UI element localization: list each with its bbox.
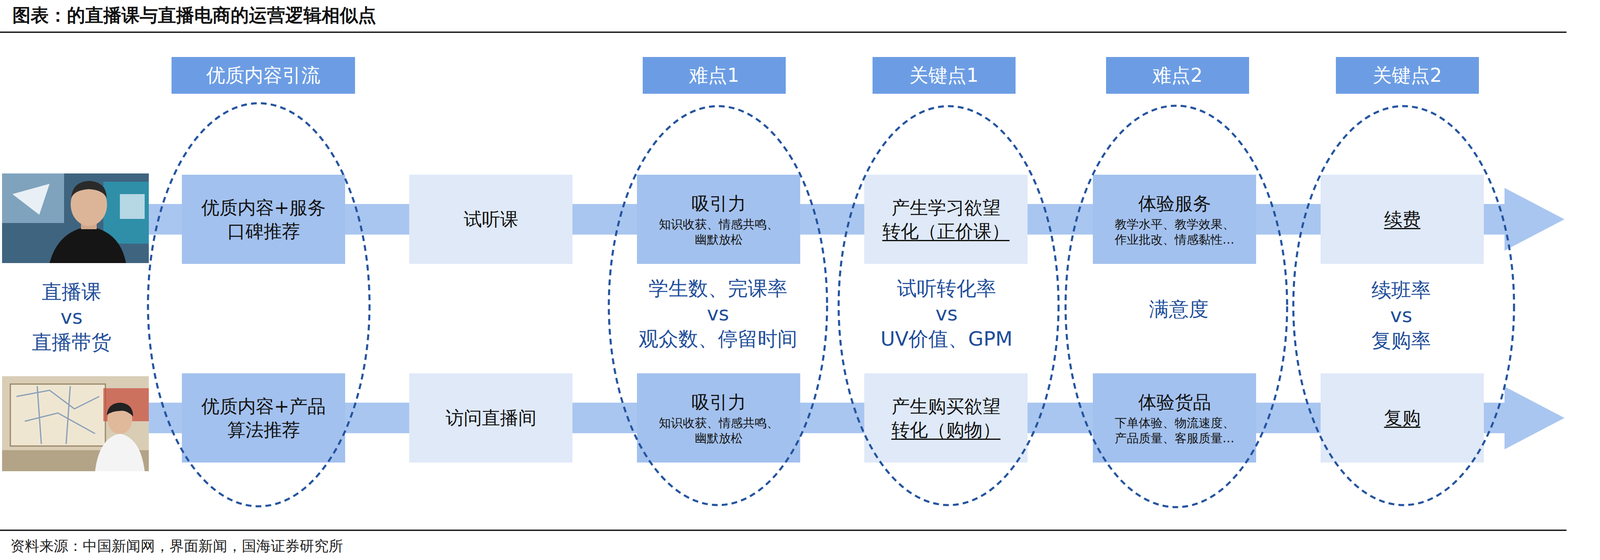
column-header: 难点1 bbox=[642, 57, 786, 94]
flow-arrowhead bbox=[1479, 188, 1565, 251]
box-detail: 下单体验、物流速度、产品质量、客服质量… bbox=[1110, 415, 1239, 446]
process-box: 访问直播间 bbox=[409, 373, 573, 463]
box-text: 访问直播间 bbox=[413, 406, 569, 430]
box-detail: 知识收获、情感共鸣、幽默放松 bbox=[654, 415, 783, 446]
box-text: 关键点2 bbox=[1340, 63, 1475, 89]
box-text: 转化（购物） bbox=[868, 418, 1024, 442]
box-text: 吸引力 bbox=[641, 390, 797, 415]
column-header: 关键点1 bbox=[872, 57, 1016, 94]
title-rule bbox=[0, 31, 1567, 34]
group-ellipse bbox=[1293, 106, 1515, 506]
process-box: 试听课 bbox=[409, 174, 573, 265]
flow-band bbox=[1256, 402, 1321, 434]
box-text: 优质内容+服务 口碑推荐 bbox=[185, 195, 341, 244]
box-text: 续费 bbox=[1324, 207, 1480, 232]
group-ellipse bbox=[608, 106, 828, 506]
process-box: 吸引力知识收获、情感共鸣、幽默放松 bbox=[636, 174, 801, 265]
column-header: 关键点2 bbox=[1335, 57, 1479, 94]
flow-band bbox=[1027, 402, 1093, 434]
box-detail: 教学水平、教学效果、作业批改、情感黏性… bbox=[1110, 216, 1239, 248]
process-box: 体验服务教学水平、教学效果、作业批改、情感黏性… bbox=[1092, 174, 1257, 265]
source-note: 资料来源：中国新闻网，界面新闻，国海证券研究所 bbox=[10, 537, 344, 556]
box-text: 试听课 bbox=[413, 207, 569, 232]
box-detail: 知识收获、情感共鸣、幽默放松 bbox=[654, 216, 783, 248]
column-header: 难点2 bbox=[1106, 57, 1250, 94]
metric-label: 学生数、完课率 vs 观众数、停留时间 bbox=[627, 276, 809, 352]
process-box: 体验货品下单体验、物流速度、产品质量、客服质量… bbox=[1092, 373, 1257, 463]
flow-band bbox=[345, 402, 410, 434]
flow-band bbox=[800, 204, 865, 235]
column-header: 优质内容引流 bbox=[171, 57, 356, 94]
box-text: 关键点1 bbox=[876, 63, 1012, 89]
box-text: 体验货品 bbox=[1096, 390, 1252, 415]
group-ellipse bbox=[838, 106, 1059, 506]
box-text: 吸引力 bbox=[641, 191, 797, 216]
metric-label: 满意度 bbox=[1087, 296, 1270, 322]
box-text: 产生学习欲望 bbox=[868, 195, 1024, 220]
chart-title: 图表：的直播课与直播电商的运营逻辑相似点 bbox=[12, 3, 377, 28]
process-box: 复购 bbox=[1320, 373, 1484, 463]
process-box: 产生学习欲望转化（正价课） bbox=[864, 174, 1028, 265]
box-text: 难点2 bbox=[1110, 63, 1245, 89]
flow-band bbox=[345, 204, 410, 235]
box-text: 复购 bbox=[1324, 406, 1480, 430]
metric-label: 试听转化率 vs UV价值、GPM bbox=[855, 276, 1038, 352]
flow-band-start bbox=[147, 204, 186, 235]
box-text: 产生购买欲望 bbox=[868, 394, 1024, 419]
process-box: 吸引力知识收获、情感共鸣、幽默放松 bbox=[636, 373, 801, 463]
flow-band bbox=[1027, 204, 1093, 235]
process-box: 续费 bbox=[1320, 174, 1484, 265]
box-text: 优质内容引流 bbox=[175, 63, 351, 89]
metric-label: 续班率 vs 复购率 bbox=[1310, 277, 1493, 354]
box-text: 优质内容+产品 算法推荐 bbox=[185, 394, 341, 442]
group-ellipse bbox=[1065, 105, 1288, 508]
box-text: 转化（正价课） bbox=[868, 219, 1024, 244]
process-box: 优质内容+产品 算法推荐 bbox=[181, 373, 346, 463]
row-label: 直播课 vs 直播带货 bbox=[9, 279, 134, 356]
flow-band bbox=[800, 402, 865, 434]
lecturer-photo bbox=[2, 173, 149, 264]
process-box: 优质内容+服务 口碑推荐 bbox=[181, 174, 346, 265]
footer-rule bbox=[0, 530, 1567, 532]
process-box: 产生购买欲望转化（购物） bbox=[864, 373, 1028, 463]
flow-band bbox=[572, 402, 637, 434]
flow-band bbox=[572, 204, 637, 235]
box-text: 难点1 bbox=[646, 63, 782, 89]
group-ellipse bbox=[147, 103, 370, 507]
flow-band bbox=[1256, 204, 1321, 235]
flow-band-start bbox=[147, 402, 186, 434]
streamer-photo bbox=[2, 376, 149, 472]
flow-arrowhead bbox=[1479, 386, 1565, 450]
box-text: 体验服务 bbox=[1096, 191, 1252, 216]
